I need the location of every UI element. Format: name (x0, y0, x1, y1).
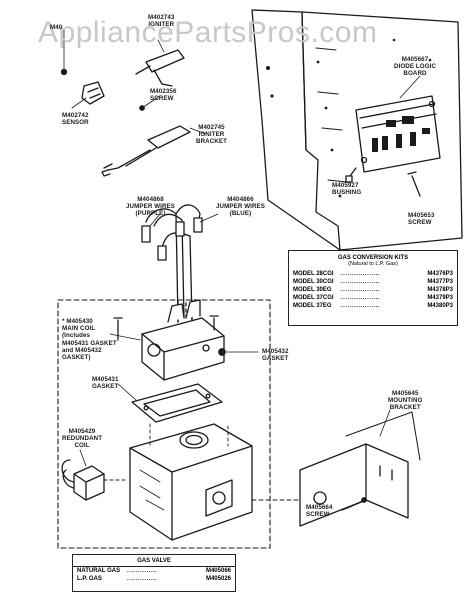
valve-row: NATURAL GAS..............M405066 (77, 568, 231, 574)
sensor-part (81, 81, 105, 105)
gas-conversion-kits-table: GAS CONVERSION KITS (Natural to L.P. Gas… (288, 250, 458, 326)
gas-valve-table: GAS VALVE NATURAL GAS..............M4050… (72, 554, 236, 592)
label-part-top: M40 (50, 24, 63, 31)
kits-row: MODEL 30EG..................M4378P3 (293, 287, 453, 293)
kits-row: MODEL 37CGI..................M4379P3 (293, 295, 453, 301)
kits-row: MODEL 28CGI..................M4376P3 (293, 271, 453, 277)
valve-row: L.P. GAS..............M405026 (77, 576, 231, 582)
kits-subtitle: (Natural to L.P. Gas) (348, 261, 398, 267)
kits-title: GAS CONVERSION KITS (337, 255, 409, 261)
kits-row: MODEL 37EG..................M4380P3 (293, 303, 453, 309)
igniter-part (145, 49, 185, 73)
igniter-bracket-part (147, 125, 191, 149)
watermark-text: AppliancePartsPros.com (38, 16, 378, 49)
kits-row: MODEL 30CGI..................M4377P3 (293, 279, 453, 285)
valve-title: GAS VALVE (73, 558, 235, 567)
main-coil-part (141, 317, 225, 381)
jumper-wires-blue (175, 204, 201, 233)
jumper-wires-purple (145, 208, 193, 323)
redundant-coil-part (73, 465, 105, 501)
gas-valve-part (129, 423, 253, 541)
